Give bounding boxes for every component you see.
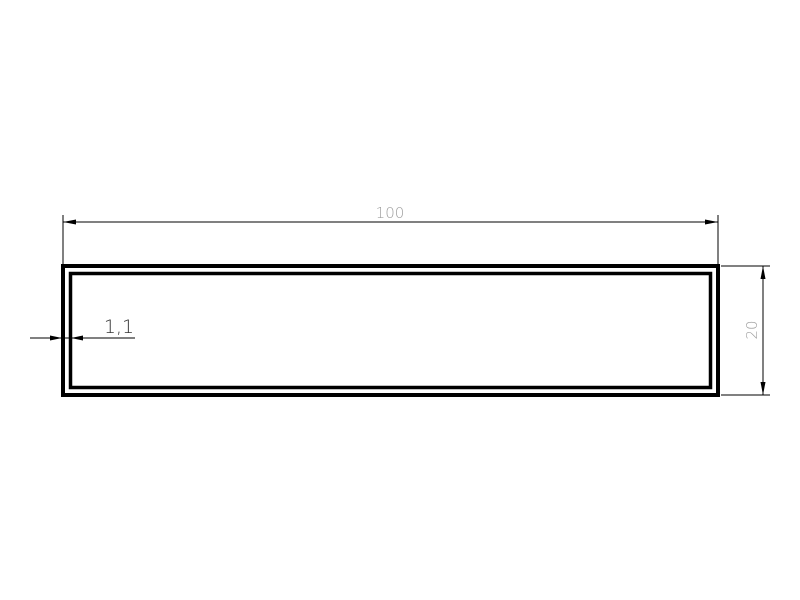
thickness-arrow-inner (71, 335, 83, 341)
height-dimension-label: 20 (743, 320, 761, 339)
width-dimension: 100 (62, 204, 719, 264)
width-arrow-right (705, 219, 718, 225)
height-arrow-top (760, 266, 766, 279)
tube-outer-wall (61, 264, 720, 397)
wall-thickness-label: 1,1 (104, 316, 134, 338)
width-arrow-left (63, 219, 76, 225)
height-arrow-bottom (760, 382, 766, 395)
height-dimension: 20 (721, 265, 770, 396)
thickness-arrow-outer (50, 335, 62, 341)
wall-thickness-dimension: 1,1 (30, 316, 135, 341)
width-dimension-label: 100 (376, 204, 405, 222)
tube-profile (61, 264, 720, 397)
tube-inner-wall (68, 271, 713, 390)
